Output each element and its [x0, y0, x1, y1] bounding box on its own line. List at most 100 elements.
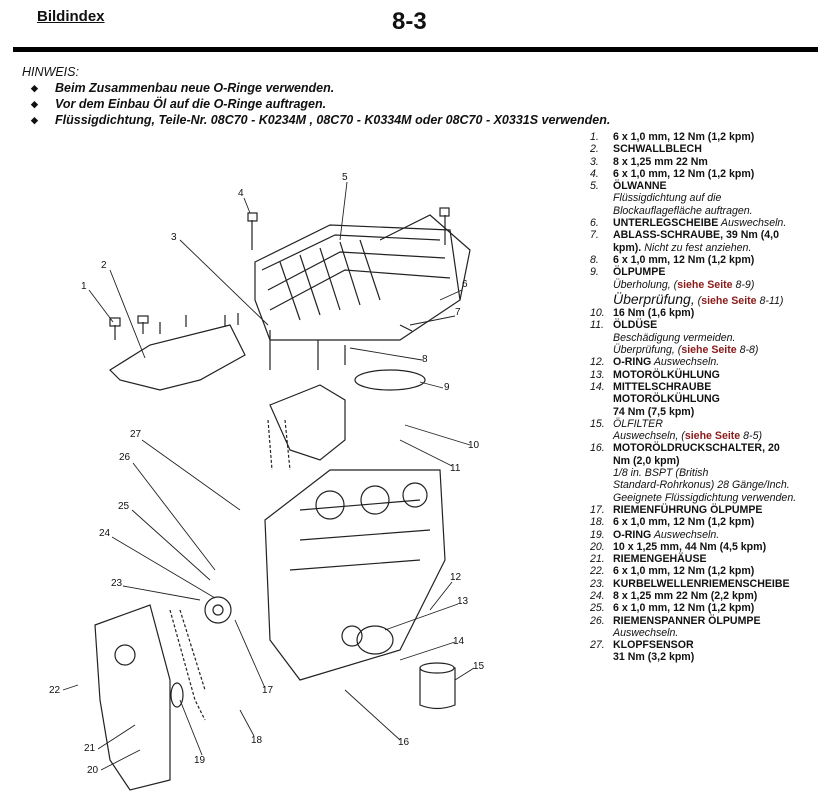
- legend-item: 10.16 Nm (1,6 kpm): [590, 307, 830, 319]
- legend-segment: O-RING: [613, 528, 652, 541]
- callout-25: 25: [118, 501, 130, 512]
- bullet-icon: ◆: [31, 115, 38, 125]
- legend-number: 15.: [590, 417, 605, 430]
- section-title: Bildindex: [37, 8, 105, 25]
- legend-segment: KURBELWELLENRIEMENSCHEIBE: [613, 577, 790, 590]
- page-reference-link[interactable]: siehe Seite: [681, 344, 737, 357]
- legend-number: 2.: [590, 143, 599, 156]
- legend-line: Überholung, (siehe Seite 8-9): [613, 279, 830, 291]
- legend-number: 5.: [590, 180, 599, 193]
- legend-segment: 6 x 1,0 mm, 12 Nm (1,2 kpm): [613, 131, 755, 143]
- page-reference-link[interactable]: siehe Seite: [684, 430, 741, 443]
- legend-segment: Überprüfung, (: [613, 344, 682, 357]
- legend-line: O-RING Auswechseln.: [613, 356, 830, 368]
- legend-text: O-RING Auswechseln.: [613, 356, 830, 368]
- legend-text: MOTORÖLKÜHLUNG: [613, 369, 830, 381]
- legend-line: Beschädigung vermeiden.: [613, 332, 830, 344]
- legend-number: 13.: [590, 368, 605, 381]
- legend-text: RIEMENGEHÄUSE: [613, 553, 830, 565]
- callout-14: 14: [453, 636, 465, 647]
- page-reference-link[interactable]: siehe Seite: [677, 278, 733, 291]
- legend-line: Flüssigdichtung auf die: [613, 192, 830, 204]
- callout-27: 27: [130, 429, 142, 440]
- legend-segment: RIEMENFÜHRUNG ÖLPUMPE: [613, 503, 763, 516]
- legend-item: 6.UNTERLEGSCHEIBE Auswechseln.: [590, 217, 830, 229]
- callout-19: 19: [194, 755, 206, 766]
- callout-16: 16: [398, 737, 410, 748]
- legend-line: 16 Nm (1,6 kpm): [613, 307, 830, 319]
- oil-strainer-drawing: [354, 369, 426, 391]
- callout-21: 21: [84, 743, 96, 754]
- legend-line: KLOPFSENSOR: [613, 639, 830, 651]
- legend-line: ÖLDÜSE: [613, 319, 830, 331]
- legend-text: KURBELWELLENRIEMENSCHEIBE: [613, 578, 830, 590]
- legend-segment: Überprüfung,: [613, 290, 695, 307]
- legend-segment: Nicht zu fest anziehen.: [641, 241, 752, 254]
- legend-line: ABLASS-SCHRAUBE, 39 Nm (4,0: [613, 229, 830, 241]
- callout-3: 3: [171, 232, 177, 243]
- legend-line: O-RING Auswechseln.: [613, 529, 830, 541]
- legend-segment: ÖLDÜSE: [613, 319, 658, 332]
- legend-segment: RIEMENSPANNER ÖLPUMPE: [613, 614, 761, 627]
- legend-line: RIEMENGEHÄUSE: [613, 553, 830, 565]
- page-number: 8-3: [392, 8, 427, 35]
- legend-number: 25.: [590, 602, 605, 615]
- note-block: HINWEIS: ◆Beim Zusammenbau neue O-Ringe …: [22, 64, 610, 128]
- legend-text: 6 x 1,0 mm, 12 Nm (1,2 kpm): [613, 131, 830, 143]
- legend-text: 8 x 1,25 mm 22 Nm: [613, 156, 830, 168]
- legend-segment: MOTORÖLKÜHLUNG: [613, 393, 720, 406]
- note-title: HINWEIS:: [22, 65, 79, 79]
- legend-segment: 8-8): [736, 344, 759, 357]
- legend-text: 6 x 1,0 mm, 12 Nm (1,2 kpm): [613, 168, 830, 180]
- legend-text: 6 x 1,0 mm, 12 Nm (1,2 kpm): [613, 565, 830, 577]
- legend-segment: ÖLPUMPE: [613, 266, 666, 279]
- legend-segment: RIEMENGEHÄUSE: [613, 553, 707, 566]
- legend-item: 23.KURBELWELLENRIEMENSCHEIBE: [590, 578, 830, 590]
- legend-number: 18.: [590, 516, 605, 529]
- o-ring-drawing: [341, 625, 363, 647]
- legend-segment: Blockauflagefläche auftragen.: [613, 204, 753, 217]
- leader-lines: [62, 181, 475, 771]
- callout-23: 23: [111, 578, 123, 589]
- legend-text: UNTERLEGSCHEIBE Auswechseln.: [613, 217, 830, 229]
- timing-belt-drawing: [169, 419, 291, 721]
- legend-segment: Standard-Rohrkonus) 28 Gänge/Inch.: [613, 479, 790, 492]
- legend-number: 3.: [590, 155, 599, 168]
- oil-cooler-drawing: [356, 625, 394, 655]
- legend-segment: Beschädigung vermeiden.: [613, 331, 736, 344]
- legend-item: 18.6 x 1,0 mm, 12 Nm (1,2 kpm): [590, 516, 830, 528]
- legend-text: 6 x 1,0 mm, 12 Nm (1,2 kpm): [613, 254, 830, 266]
- legend-segment: O-RING: [613, 356, 652, 369]
- legend-line: MOTORÖLKÜHLUNG: [613, 369, 830, 381]
- legend-item: 13. MOTORÖLKÜHLUNG: [590, 369, 830, 381]
- callout-1: 1: [81, 281, 87, 292]
- legend-text: O-RING Auswechseln.: [613, 529, 830, 541]
- bullet-icon: ◆: [31, 99, 38, 109]
- legend-line: UNTERLEGSCHEIBE Auswechseln.: [613, 217, 830, 229]
- parts-legend: 1.6 x 1,0 mm, 12 Nm (1,2 kpm)2.SCHWALLBL…: [590, 131, 830, 664]
- legend-segment: 8-9): [732, 278, 755, 291]
- legend-segment: 31 Nm (3,2 kpm): [613, 651, 695, 664]
- note-bullet: ◆Beim Zusammenbau neue O-Ringe verwenden…: [22, 80, 610, 96]
- legend-segment: MITTELSCHRAUBE: [613, 380, 712, 393]
- legend-line: ÖLPUMPE: [613, 266, 830, 278]
- note-bullet: ◆Flüssigdichtung, Teile-Nr. 08C70 - K023…: [22, 112, 610, 128]
- header-rule: [13, 47, 818, 52]
- legend-segment: Auswechseln.: [651, 528, 720, 541]
- page-reference-link[interactable]: siehe Seite: [701, 294, 757, 307]
- legend-segment: 1/8 in. BSPT (British: [613, 467, 709, 480]
- legend-line: RIEMENSPANNER ÖLPUMPE: [613, 615, 830, 627]
- legend-number: 19.: [590, 528, 605, 541]
- legend-number: 12.: [590, 356, 605, 369]
- legend-segment: 6 x 1,0 mm, 12 Nm (1,2 kpm): [613, 602, 755, 615]
- callout-labels: 1 2 3 4 5 6 7 8 9 10 11 12 13 14 15 16 1…: [49, 172, 485, 776]
